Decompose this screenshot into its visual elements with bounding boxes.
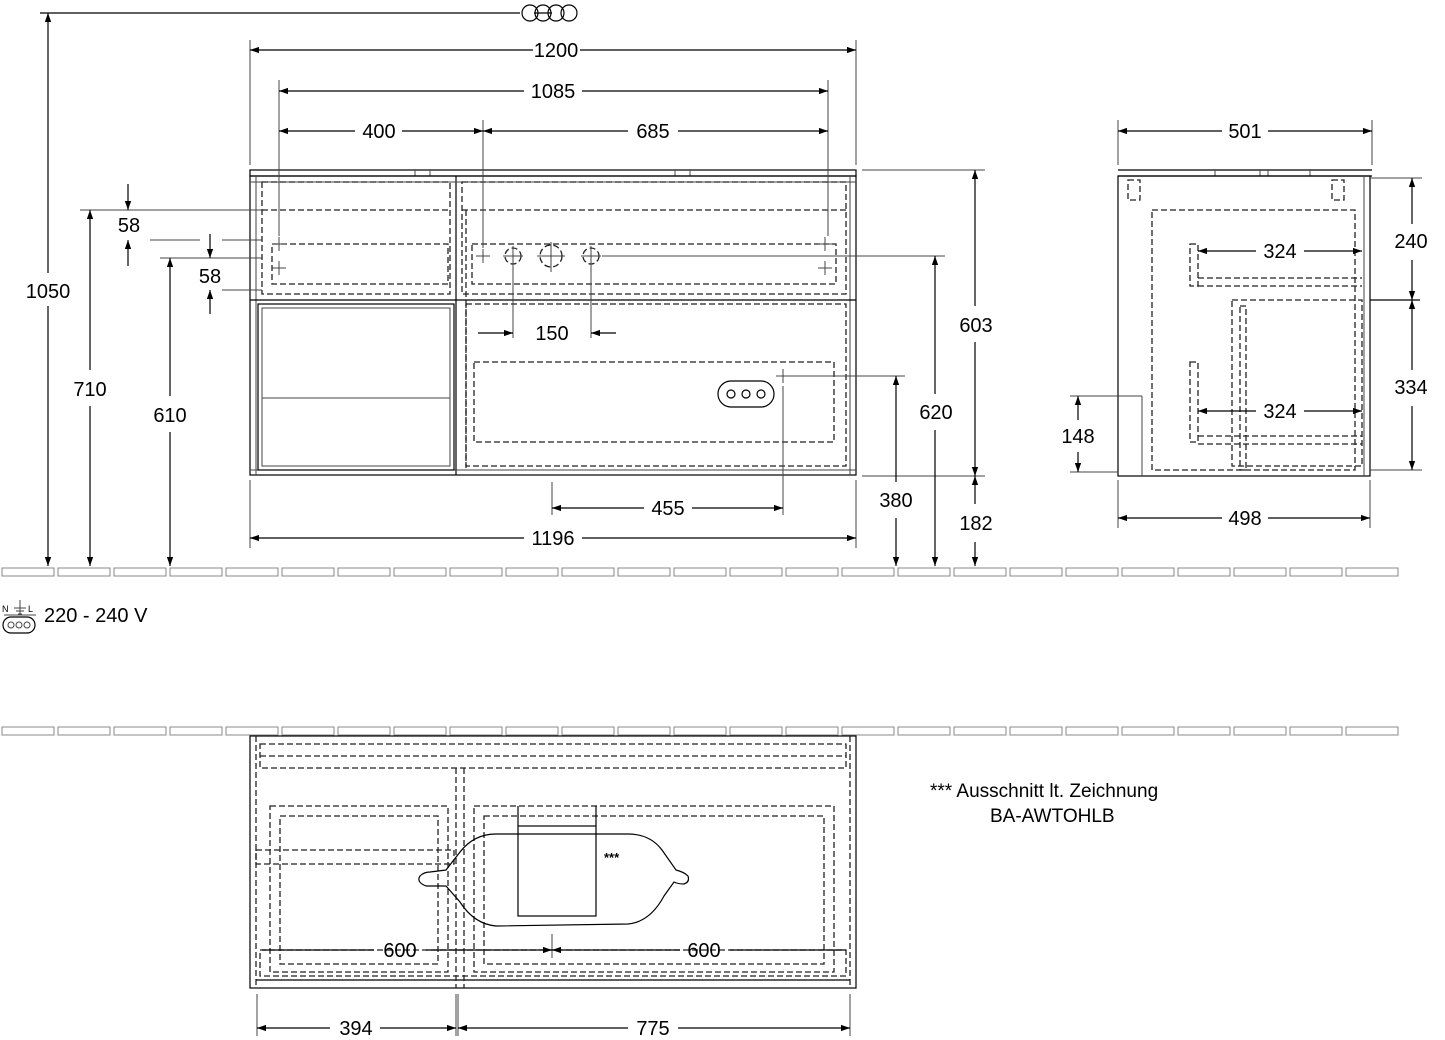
cutout-note-line2: BA-AWTOHLB [990,806,1115,827]
basin-cutout-outline [418,806,690,927]
dim-400: 400 [362,121,395,143]
dim-150: 150 [535,323,568,345]
cutout-marker: *** [604,850,620,865]
dim-58-a: 58 [118,215,140,237]
dim-610: 610 [153,405,186,427]
dim-1200: 1200 [534,40,579,62]
side-view [1117,169,1420,477]
top-view-dimensions: 600 600 394 775 [256,934,851,1040]
dim-455: 455 [651,498,684,520]
svg-text:L: L [28,604,33,614]
tap-hole-icon [503,242,601,272]
dim-600-right: 600 [687,940,720,962]
front-view [249,169,857,476]
dim-603: 603 [959,315,992,337]
ring-chain-icon [40,4,578,22]
side-view-dimensions: 501 324 324 240 334 148 498 [1061,120,1428,530]
dim-685: 685 [636,121,669,143]
svg-text:N: N [2,604,9,614]
cutout-note-line1: *** Ausschnitt lt. Zeichnung [930,781,1158,802]
dim-182: 182 [959,513,992,535]
dim-498: 498 [1228,508,1261,530]
dim-58-b: 58 [199,266,221,288]
dim-324-lower: 324 [1263,401,1296,423]
front-view-dimensions: 1200 1085 400 685 1050 710 610 58 58 150… [26,13,993,566]
power-socket-symbol-icon: N L [2,600,36,634]
dim-620: 620 [919,402,952,424]
dim-1196: 1196 [531,528,574,550]
dim-334: 334 [1394,377,1427,399]
dim-1085: 1085 [531,81,576,103]
voltage-label: 220 - 240 V [44,605,148,627]
dim-1050: 1050 [26,281,71,303]
dim-380: 380 [879,490,912,512]
dim-240: 240 [1394,231,1427,253]
dim-775: 775 [636,1018,669,1040]
dim-501: 501 [1228,121,1261,143]
dim-324-upper: 324 [1263,241,1296,263]
dim-394: 394 [339,1018,372,1040]
power-socket-icon [717,380,775,408]
floor-line-lower [1,726,1399,736]
dim-148: 148 [1061,426,1094,448]
floor-line-upper [1,567,1399,577]
dim-710: 710 [73,379,106,401]
dim-600-left: 600 [383,940,416,962]
